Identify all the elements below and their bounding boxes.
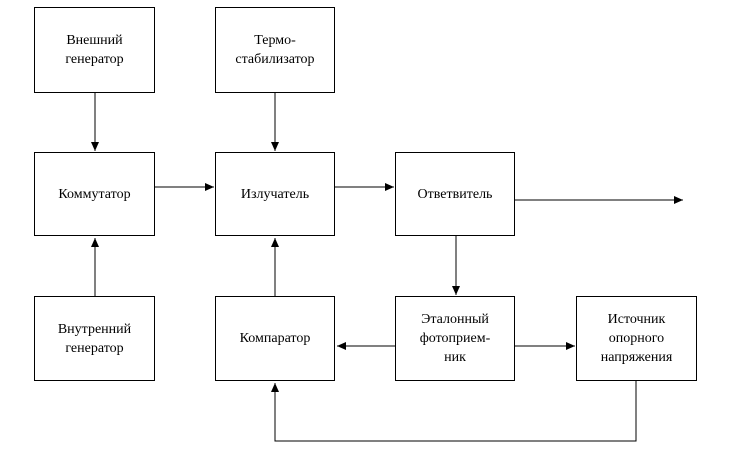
splitter-block: Ответвитель <box>395 152 515 236</box>
comparator-label: Компаратор <box>239 331 311 346</box>
comparator-block: Компаратор <box>215 296 335 381</box>
reference-voltage-source-label: Источник опорного напряжения <box>600 312 673 365</box>
external-generator-block: Внешний генератор <box>34 7 155 93</box>
emitter-label: Излучатель <box>240 186 310 202</box>
emitter-block: Излучатель <box>215 152 335 236</box>
arrow-voltage-source-to-comparator <box>271 381 637 442</box>
external-generator-label: Внешний генератор <box>65 33 124 67</box>
commutator-label: Коммутатор <box>58 186 131 202</box>
thermostabilizer-label: Термо- стабилизатор <box>235 33 315 67</box>
reference-photodetector-label: Эталонный фотоприем- ник <box>419 312 491 365</box>
commutator-block: Коммутатор <box>34 152 155 236</box>
internal-generator-block: Внутренний генератор <box>34 296 155 381</box>
splitter-label: Ответвитель <box>417 186 493 202</box>
internal-generator-label: Внутренний генератор <box>57 321 132 356</box>
reference-photodetector-block: Эталонный фотоприем- ник <box>395 296 515 381</box>
thermostabilizer-block: Термо- стабилизатор <box>215 7 335 93</box>
reference-voltage-source-block: Источник опорного напряжения <box>576 296 697 381</box>
